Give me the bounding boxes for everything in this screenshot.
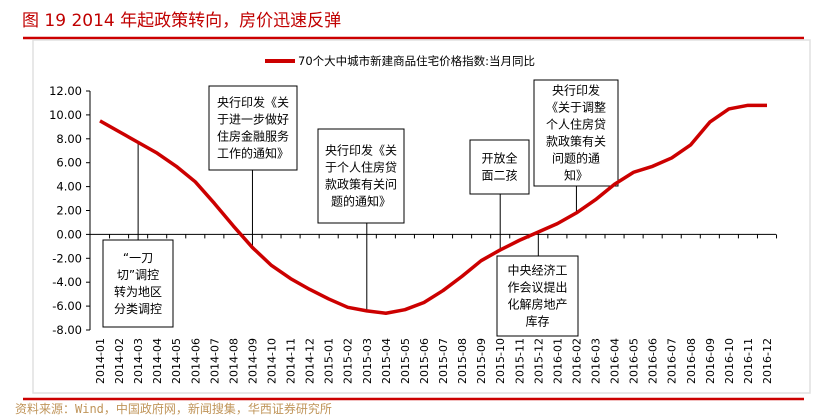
- x-tick-label: 2014-04: [151, 338, 164, 384]
- x-tick-label: 2014-02: [113, 338, 126, 384]
- annotation-box: [496, 255, 579, 337]
- annotation-text: 化解房地产: [507, 297, 567, 312]
- x-tick-label: 2014-12: [304, 338, 317, 384]
- y-tick-label: -8.00: [52, 323, 82, 337]
- annotation-text: 于进一步做好: [217, 112, 289, 127]
- x-tick-label: 2016-01: [551, 338, 564, 384]
- source-note: 资料来源：Wind，中国政府网，新闻搜集，华西证券研究所: [15, 402, 332, 416]
- annotation-text: 面二孩: [481, 169, 517, 183]
- annotation-box: [533, 79, 619, 187]
- plot-frame: [32, 39, 811, 394]
- x-tick-label: 2014-03: [132, 338, 145, 384]
- annotation-text: 切”调控: [117, 268, 159, 282]
- annotation-box: [317, 128, 405, 224]
- y-tick-label: -4.00: [52, 275, 82, 289]
- x-tick-label: 2015-12: [532, 338, 545, 384]
- x-tick-label: 2016-02: [570, 338, 583, 384]
- annotation-text: 个人住房贷: [546, 117, 606, 132]
- y-tick-label: 2.00: [56, 204, 82, 218]
- x-tick-label: 2016-10: [723, 338, 736, 384]
- y-tick-label: 4.00: [56, 180, 82, 194]
- annotation-text: 住房金融服务: [217, 129, 289, 144]
- x-tick-label: 2016-12: [761, 338, 774, 384]
- annotation-text: 转为地区: [114, 284, 162, 299]
- annotation-text: 央行印发《关: [217, 95, 289, 110]
- x-tick-label: 2016-09: [704, 338, 717, 384]
- y-tick-label: 10.00: [49, 108, 82, 122]
- x-tick-label: 2015-08: [456, 338, 469, 384]
- x-tick-label: 2014-01: [94, 338, 107, 384]
- x-tick-label: 2015-09: [475, 338, 488, 384]
- annotation-text: 款政策有关: [546, 135, 606, 149]
- y-tick-label: 0.00: [56, 227, 82, 241]
- annotation-text: 央行印发《关: [325, 143, 397, 158]
- x-tick-label: 2016-05: [628, 338, 641, 384]
- annotation-text: 库存: [525, 314, 549, 329]
- x-tick-label: 2014-10: [266, 338, 279, 384]
- x-tick-label: 2015-06: [418, 338, 431, 384]
- annotation-text: 工作的通知》: [217, 146, 289, 161]
- annotation-box: [208, 85, 298, 171]
- x-tick-label: 2015-03: [361, 338, 374, 384]
- x-tick-label: 2016-03: [589, 338, 602, 384]
- x-tick-label: 2016-11: [742, 338, 755, 384]
- annotation-text: 问题的通: [552, 151, 600, 166]
- x-tick-label: 2015-11: [513, 338, 526, 384]
- annotation-text: 于个人住房贷: [325, 160, 397, 175]
- annotation-text: 分类调控: [114, 302, 162, 316]
- figure-title: 图 19 2014 年起政策转向，房价迅速反弹: [22, 11, 342, 31]
- y-tick-label: 8.00: [56, 132, 82, 146]
- series-line: [99, 103, 767, 316]
- x-tick-label: 2015-01: [323, 338, 336, 384]
- x-tick-label: 2016-06: [647, 338, 660, 384]
- x-tick-label: 2014-07: [208, 338, 221, 384]
- x-tick-label: 2014-05: [170, 338, 183, 384]
- y-tick-label: 12.00: [49, 84, 82, 98]
- annotation-text: 款政策有关问: [325, 178, 397, 192]
- annotation-text: “一刀: [123, 251, 153, 265]
- annotation-text: 开放全: [481, 151, 517, 166]
- x-tick-label: 2016-07: [666, 338, 679, 384]
- x-tick-label: 2014-09: [246, 338, 259, 384]
- x-tick-label: 2016-08: [685, 338, 698, 384]
- annotation-text: 央行印发: [552, 83, 600, 98]
- annotation-text: 知》: [564, 169, 588, 183]
- annotation-box: [469, 139, 530, 195]
- y-tick-label: -2.00: [52, 251, 82, 265]
- y-tick-label: -6.00: [52, 299, 82, 313]
- y-tick-label: 6.00: [56, 156, 82, 170]
- x-tick-label: 2014-06: [189, 338, 202, 384]
- x-tick-label: 2014-11: [285, 338, 298, 384]
- x-tick-label: 2015-10: [494, 338, 507, 384]
- x-tick-label: 2015-05: [399, 338, 412, 384]
- x-tick-label: 2014-08: [227, 338, 240, 384]
- annotation-text: 题的通知》: [331, 194, 391, 209]
- annotation-text: 作会议提出: [507, 280, 567, 295]
- x-tick-label: 2016-04: [609, 338, 622, 384]
- legend-label: 70个大中城市新建商品住宅价格指数:当月同比: [298, 54, 535, 68]
- x-tick-label: 2015-07: [437, 338, 450, 384]
- x-tick-label: 2015-04: [380, 338, 393, 384]
- annotation-text: 中央经济工: [507, 263, 567, 278]
- annotation-box: [102, 239, 174, 328]
- annotation-text: 《关于调整: [546, 100, 606, 115]
- x-tick-label: 2015-02: [342, 338, 355, 384]
